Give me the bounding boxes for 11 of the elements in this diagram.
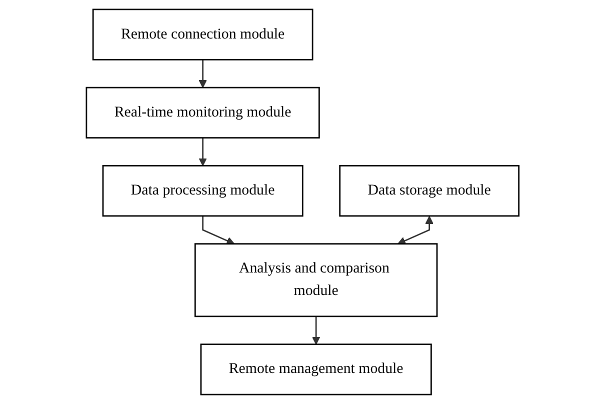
node-box: Real-time monitoring module — [86, 86, 320, 138]
arrow — [202, 216, 234, 245]
arrow — [198, 60, 207, 88]
node-box: Data processing module — [102, 165, 304, 217]
node-box: Remote management module — [200, 344, 432, 396]
node-box: Remote connection module — [92, 8, 314, 60]
node-box: Analysis and comparison module — [194, 243, 438, 318]
arrow — [397, 216, 434, 245]
arrow — [312, 316, 320, 345]
node-box: Data storage module — [339, 165, 520, 217]
arrow — [198, 138, 207, 166]
